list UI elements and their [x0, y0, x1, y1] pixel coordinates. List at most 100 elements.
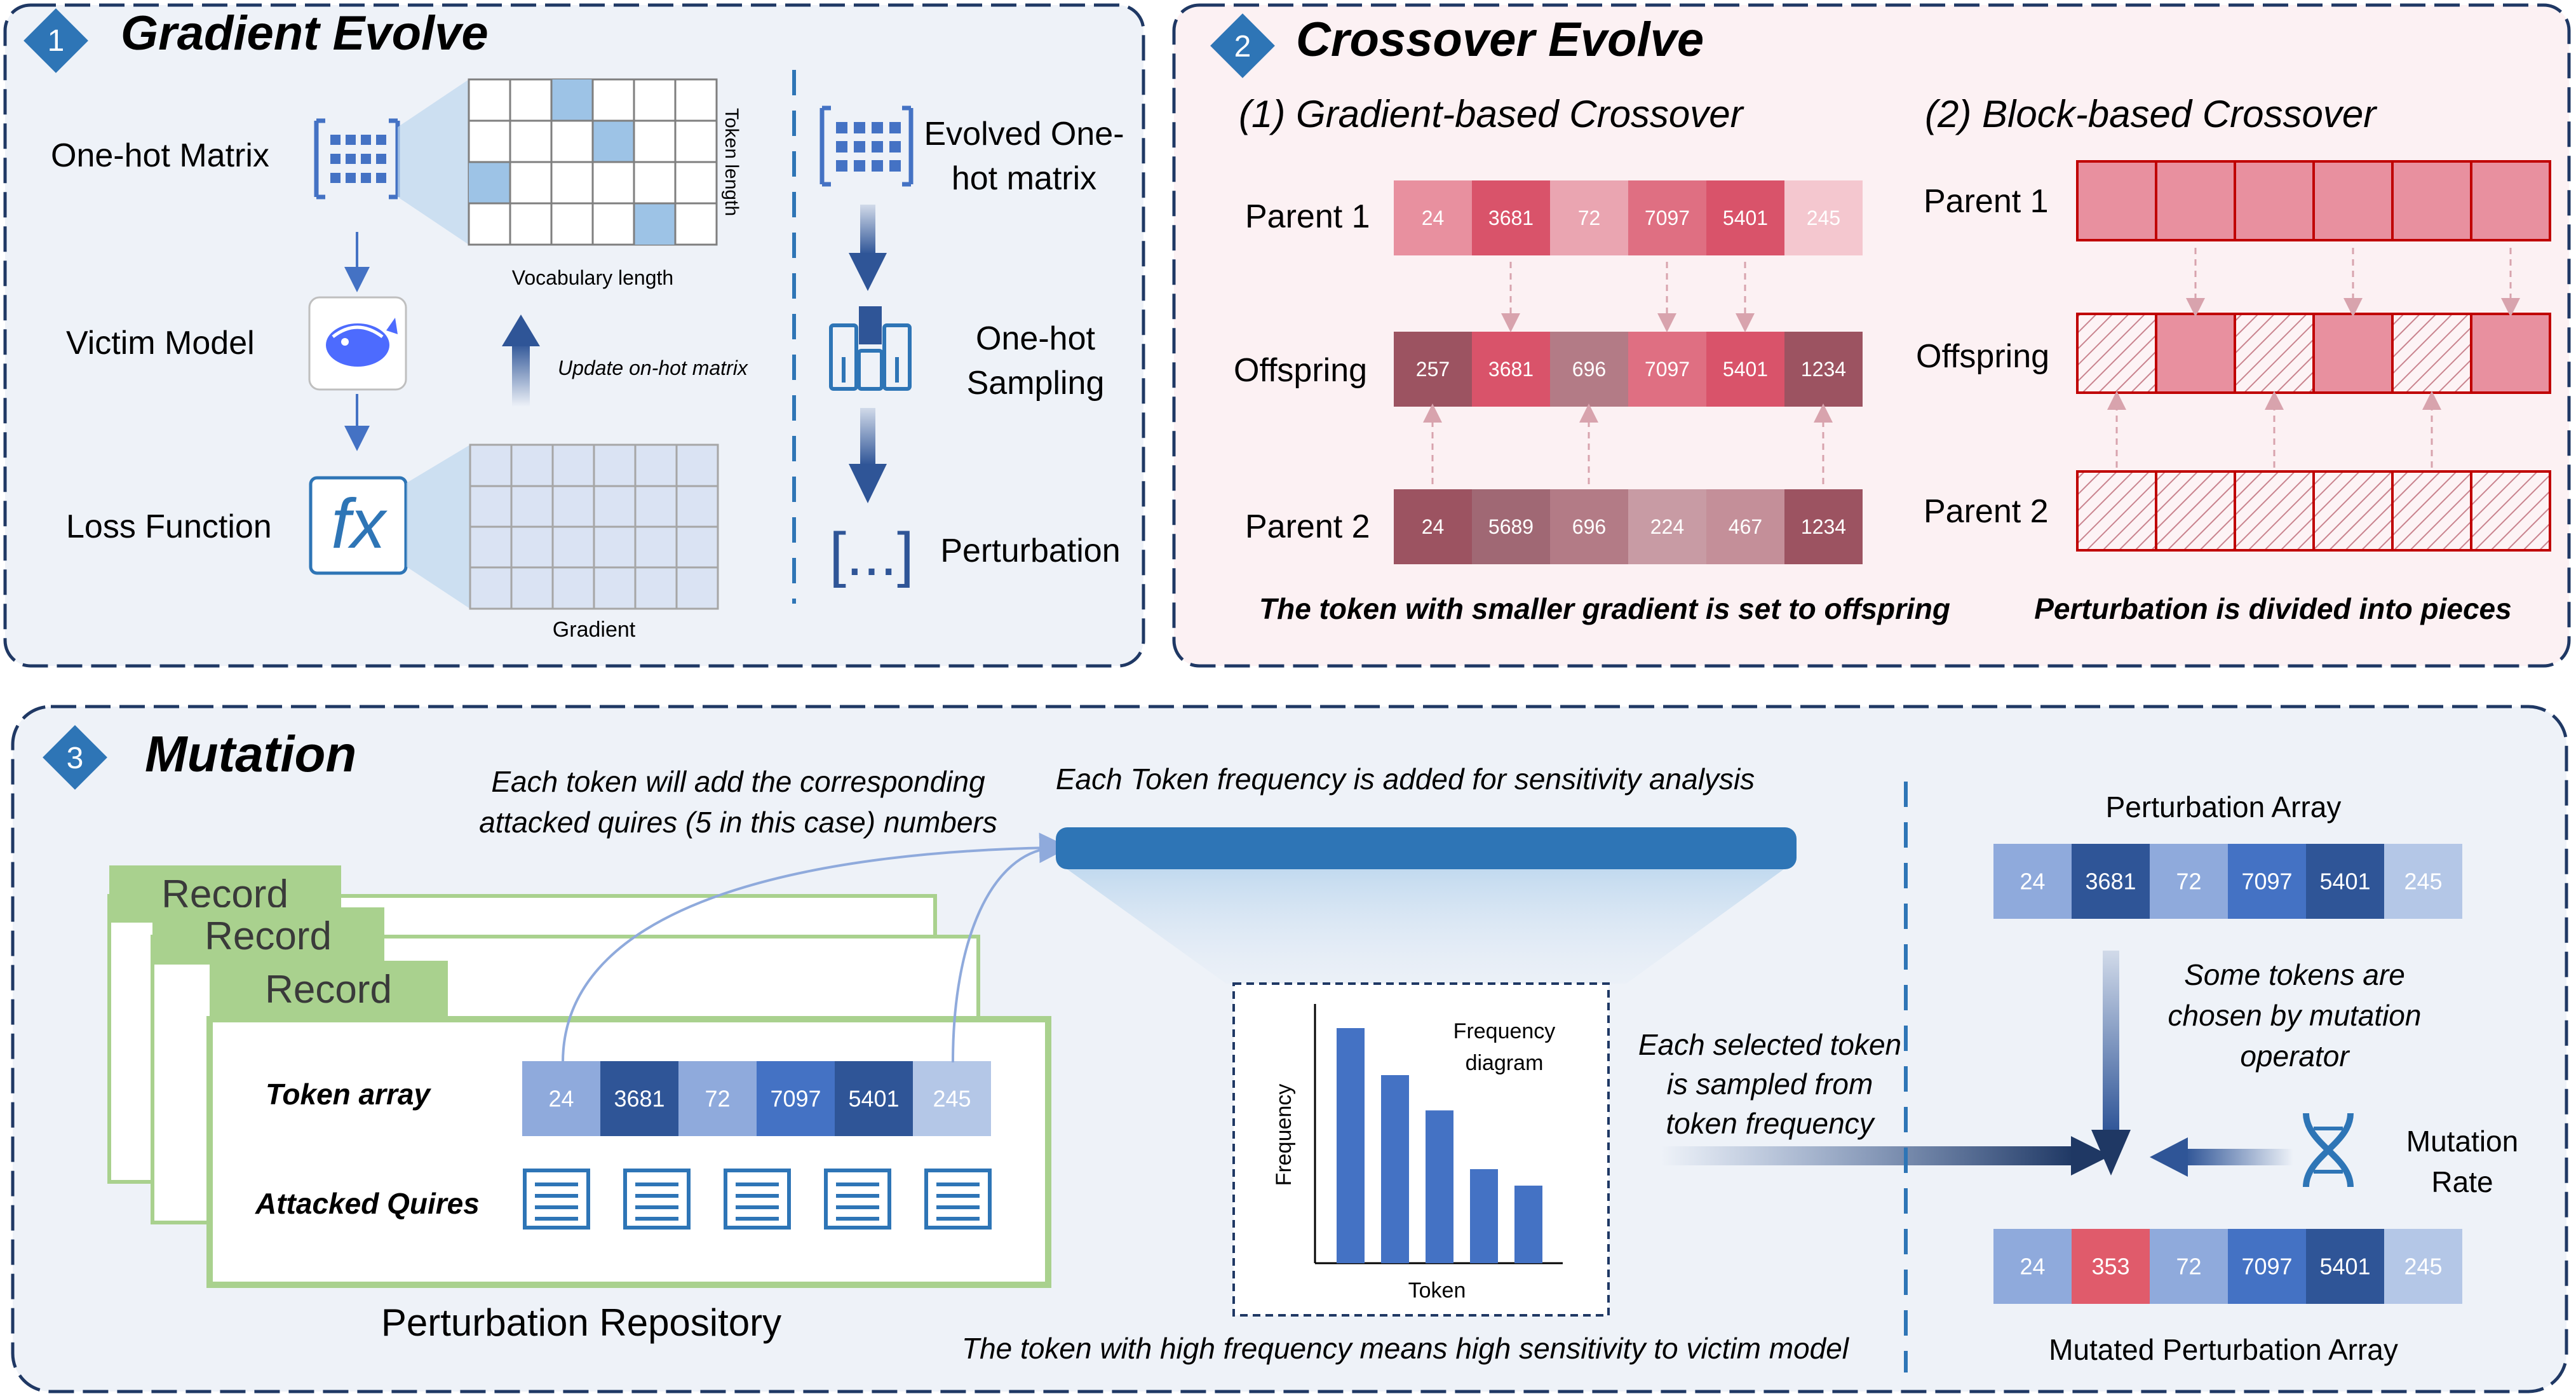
frequency-bars — [1337, 1028, 1542, 1263]
sampling-arrow — [849, 205, 887, 291]
token-value: 1234 — [1801, 515, 1846, 538]
frequency-diagram: Frequency diagram Frequency Token — [1232, 982, 1610, 1317]
token-cell — [1550, 489, 1628, 564]
mutation-rate-line2: Rate — [2431, 1165, 2493, 1198]
section1-number: 1 — [48, 24, 65, 58]
block-crossover-subtitle: (2) Block-based Crossover — [1925, 93, 2377, 135]
query-doc-icon — [824, 1169, 891, 1230]
parent2-label: Parent 2 — [1245, 508, 1370, 545]
token-value: 5401 — [848, 1086, 899, 1112]
token-value: 72 — [2176, 1254, 2201, 1280]
token-array-label: Token array — [266, 1078, 432, 1111]
mutated-array-label: Mutated Perturbation Array — [2049, 1333, 2398, 1366]
token-cell — [2384, 1229, 2462, 1304]
token-cell — [1706, 489, 1784, 564]
one-hot-matrix-label: One-hot Matrix — [51, 137, 269, 174]
block-parent1-label: Parent 1 — [1924, 183, 2049, 220]
gradient-grid — [469, 444, 719, 610]
block-crossover-note: Perturbation is divided into pieces — [2034, 592, 2511, 625]
frequency-diagram-title-line2: diagram — [1466, 1051, 1544, 1075]
perturbation-repository-label: Perturbation Repository — [381, 1301, 781, 1344]
token-cell — [1472, 489, 1550, 564]
token-cell — [1550, 332, 1628, 407]
evolved-label-line2: hot matrix — [952, 160, 1096, 197]
perturbation-label: Perturbation — [940, 532, 1120, 569]
token-cell — [2306, 844, 2384, 919]
token-value: 224 — [1650, 515, 1684, 538]
section3-number: 3 — [67, 742, 84, 775]
token-cell — [1784, 332, 1863, 407]
block-parent2-label: Parent 2 — [1924, 493, 2049, 530]
sampling-to-mutation-arrow — [1661, 1136, 2110, 1176]
perturbation-arrow — [849, 408, 887, 503]
one-hot-grid — [468, 78, 718, 246]
query-doc-icon — [924, 1169, 992, 1230]
note-add-line2: attacked quires (5 in this case) numbers — [479, 806, 997, 839]
sample-line2: is sampled from — [1667, 1067, 1873, 1101]
crossover-dashed-arrows — [1423, 262, 1833, 484]
token-cell — [2150, 1229, 2228, 1304]
token-value: 696 — [1572, 515, 1606, 538]
frequency-bar — [1426, 1110, 1453, 1263]
frequency-funnel — [1067, 869, 1784, 984]
frequency-bar — [1381, 1075, 1409, 1263]
token-value: 72 — [1578, 207, 1601, 229]
vocabulary-length-label: Vocabulary length — [512, 266, 673, 289]
block-parent1-row — [2076, 160, 2551, 241]
block-offspring-row — [2076, 313, 2551, 394]
section-gradient-evolve: 1 Gradient Evolve One-hot Matrix Victim … — [3, 3, 1145, 668]
section2-title: Crossover Evolve — [1296, 13, 1704, 67]
token-value: 24 — [2020, 869, 2045, 895]
victim-model-label: Victim Model — [66, 325, 255, 362]
frequency-bar — [1514, 1185, 1542, 1263]
dna-icon — [2303, 1113, 2354, 1188]
loss-function-icon: fx — [309, 476, 408, 575]
frequency-y-label: Frequency — [1272, 1084, 1296, 1186]
token-value: 5401 — [1723, 207, 1768, 229]
token-value: 24 — [1422, 207, 1445, 229]
block-offspring-label: Offspring — [1916, 338, 2049, 375]
gradient-crossover-note: The token with smaller gradient is set t… — [1259, 592, 1950, 625]
offspring-label: Offspring — [1234, 352, 1367, 389]
chosen-line2: chosen by mutation — [2168, 999, 2422, 1032]
query-doc-icon — [623, 1169, 691, 1230]
token-value: 7097 — [2241, 869, 2292, 895]
gradient-crossover-subtitle: (1) Gradient-based Crossover — [1239, 93, 1744, 135]
token-value: 245 — [2404, 1254, 2442, 1280]
fx-symbol: fx — [331, 485, 388, 563]
token-value: 5401 — [2319, 1254, 2370, 1280]
token-to-frequency-arrows — [562, 832, 1070, 1063]
token-value: 353 — [2091, 1254, 2129, 1280]
frequency-bar — [1337, 1028, 1365, 1263]
token-cell — [1394, 180, 1472, 255]
frequency-diagram-title-line1: Frequency — [1453, 1019, 1556, 1043]
gradient-zoom-beam — [407, 445, 470, 609]
attacked-quires-label: Attacked Quires — [255, 1187, 480, 1220]
token-cell — [522, 1061, 600, 1136]
token-value: 7097 — [2241, 1254, 2292, 1280]
token-cell — [913, 1061, 991, 1136]
section1-badge: 1 — [24, 8, 88, 73]
token-value: 24 — [548, 1086, 574, 1112]
update-arrow — [502, 315, 540, 407]
token-cell — [1784, 489, 1863, 564]
token-value: 5689 — [1488, 515, 1534, 538]
note-frequency: Each Token frequency is added for sensit… — [1056, 762, 1755, 796]
token-cell — [1394, 332, 1472, 407]
sampling-icon — [829, 306, 912, 391]
token-cell — [678, 1061, 757, 1136]
token-value: 1234 — [1801, 358, 1846, 381]
perturbation-array-label: Perturbation Array — [2106, 790, 2342, 823]
token-length-label: Token length — [721, 108, 742, 216]
token-cell — [1784, 180, 1863, 255]
token-cell — [835, 1061, 913, 1136]
block-dashed-arrows — [2107, 248, 2520, 468]
section-mutation: 3 Mutation Record Record Record Token ar… — [11, 705, 2568, 1393]
token-value: 7097 — [1645, 358, 1690, 381]
section3-title: Mutation — [145, 726, 356, 782]
token-cell — [600, 1061, 678, 1136]
